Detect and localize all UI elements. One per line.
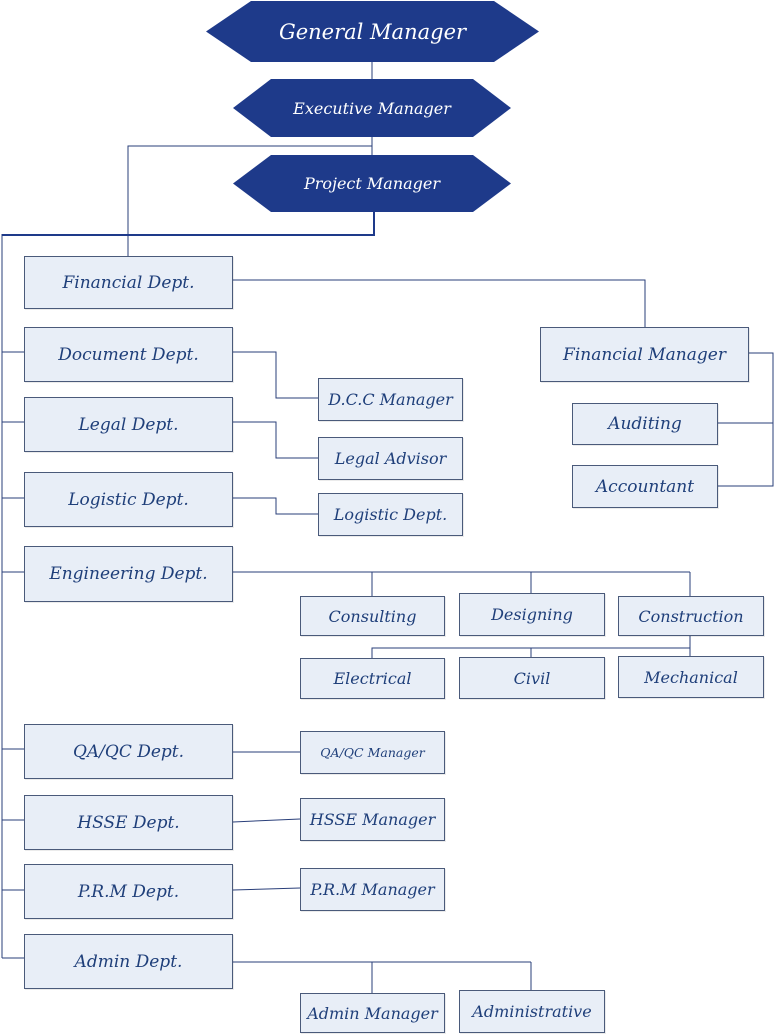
- financial-manager-box: Financial Manager: [540, 327, 749, 382]
- document-dept-box: Document Dept.: [24, 327, 233, 382]
- hsse-manager-label: HSSE Manager: [309, 810, 436, 829]
- accountant-label: Accountant: [595, 476, 695, 497]
- civil-label: Civil: [513, 668, 551, 688]
- hexagon-shape: [206, 1, 539, 62]
- legal-advisor-label: Legal Advisor: [334, 449, 447, 468]
- general-manager-node: General Manager: [206, 1, 539, 62]
- construction-label: Construction: [638, 606, 744, 626]
- engineering-dept-box: Engineering Dept.: [24, 546, 233, 602]
- prm-manager-box: P.R.M Manager: [300, 868, 445, 911]
- administrative-box: Administrative: [459, 990, 605, 1033]
- electrical-label: Electrical: [333, 669, 412, 688]
- qaqc-manager-box: QA/QC Manager: [300, 731, 445, 774]
- logistic-role-box: Logistic Dept.: [318, 493, 463, 536]
- prm-dept-label: P.R.M Dept.: [77, 881, 180, 902]
- project-manager-node: Project Manager: [233, 155, 511, 212]
- dcc-manager-label: D.C.C Manager: [328, 390, 453, 409]
- construction-box: Construction: [618, 596, 764, 636]
- consulting-box: Consulting: [300, 596, 445, 636]
- hsse-manager-box: HSSE Manager: [300, 798, 445, 841]
- engineering-dept-label: Engineering Dept.: [49, 564, 208, 584]
- dcc-manager-box: D.C.C Manager: [318, 378, 463, 421]
- qaqc-manager-label: QA/QC Manager: [320, 745, 425, 760]
- admin-manager-box: Admin Manager: [300, 993, 445, 1033]
- logistic-dept-label: Logistic Dept.: [68, 489, 189, 510]
- prm-dept-box: P.R.M Dept.: [24, 864, 233, 919]
- hsse-dept-label: HSSE Dept.: [77, 812, 180, 833]
- hexagon-shape: [233, 155, 511, 212]
- financial-manager-label: Financial Manager: [563, 344, 726, 365]
- legal-dept-label: Legal Dept.: [78, 414, 179, 435]
- auditing-box: Auditing: [572, 403, 718, 445]
- general-manager-label: General Manager: [278, 19, 467, 44]
- executive-manager-label: Executive Manager: [293, 98, 451, 118]
- executive-manager-node: Executive Manager: [233, 79, 511, 137]
- hsse-dept-box: HSSE Dept.: [24, 795, 233, 850]
- hexagon-shape: [233, 79, 511, 137]
- document-dept-label: Document Dept.: [58, 344, 199, 365]
- accountant-box: Accountant: [572, 465, 718, 508]
- civil-box: Civil: [459, 657, 605, 699]
- prm-manager-label: P.R.M Manager: [310, 880, 435, 899]
- financial-dept-label: Financial Dept.: [62, 272, 195, 293]
- legal-dept-box: Legal Dept.: [24, 397, 233, 452]
- logistic-role-label: Logistic Dept.: [333, 505, 448, 524]
- legal-advisor-box: Legal Advisor: [318, 437, 463, 480]
- mechanical-label: Mechanical: [644, 667, 738, 687]
- mechanical-box: Mechanical: [618, 656, 764, 698]
- qaqc-dept-label: QA/QC Dept.: [72, 741, 185, 762]
- auditing-label: Auditing: [608, 414, 682, 434]
- logistic-dept-box: Logistic Dept.: [24, 472, 233, 527]
- admin-dept-label: Admin Dept.: [74, 951, 183, 972]
- consulting-label: Consulting: [328, 606, 417, 626]
- electrical-box: Electrical: [300, 658, 445, 699]
- designing-box: Designing: [459, 593, 605, 636]
- designing-label: Designing: [491, 605, 573, 624]
- qaqc-dept-box: QA/QC Dept.: [24, 724, 233, 779]
- admin-manager-label: Admin Manager: [307, 1003, 438, 1023]
- financial-dept-box: Financial Dept.: [24, 256, 233, 309]
- project-manager-label: Project Manager: [303, 174, 441, 193]
- admin-dept-box: Admin Dept.: [24, 934, 233, 989]
- administrative-label: Administrative: [472, 1002, 592, 1021]
